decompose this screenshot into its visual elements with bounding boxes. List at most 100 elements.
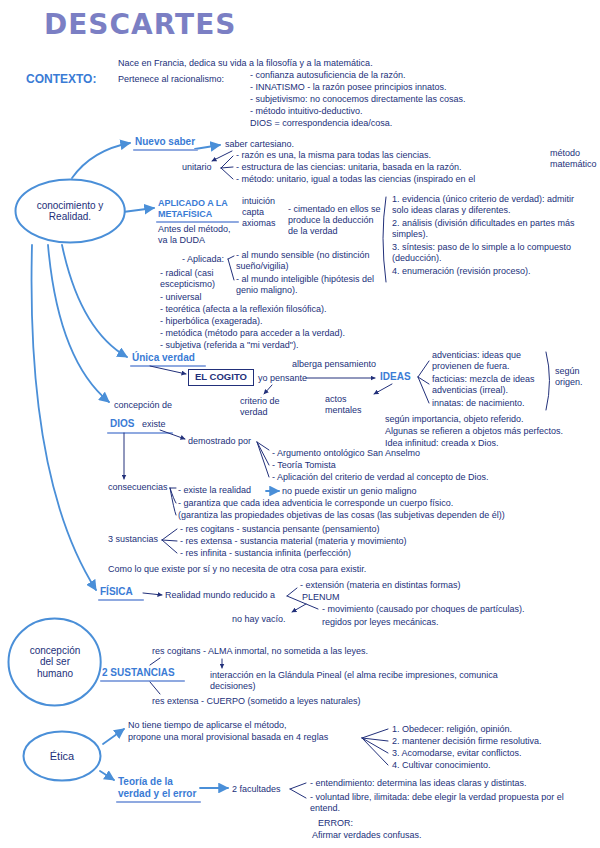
note-text: adventicias: ideas que provienen de fuer… [432, 350, 542, 372]
note-text: Antes del método, va la DUDA [158, 224, 240, 246]
note-text: - Argumento ontológico San Anselmo [272, 448, 420, 459]
note-text: - método: unitario, igual a todas las ci… [236, 174, 546, 185]
note-text: 2. mantener decisión firme resolutiva. [392, 736, 542, 747]
node-label: EL COGITO [195, 372, 247, 383]
note-text: criterio de verdad [240, 396, 290, 418]
ellipse-shape [24, 732, 101, 781]
note-text: Como lo que existe por sí y no necesita … [108, 564, 366, 575]
concept-circle: concepción del ser humano [7, 617, 102, 707]
note-text: según origen. [555, 366, 593, 388]
note-text: método matemático [550, 148, 594, 170]
note-text: - movimiento (causado por choques de par… [322, 604, 525, 615]
heading-text: DIOS [110, 418, 134, 430]
heading-text: Nuevo saber [135, 136, 195, 148]
node-text: EL COGITO [195, 372, 247, 383]
page-title: DESCARTES [44, 8, 236, 41]
note-text: res cogitans - ALMA inmortal, no sometid… [152, 646, 368, 657]
node-text: concepción del ser humano [25, 645, 85, 680]
note-text: - INNATISMO - la razón posee principios … [250, 82, 446, 93]
note-text: - metódica (método para acceder a la ver… [160, 328, 345, 339]
note-text: intuición capta axiomas [242, 196, 286, 228]
note-text: - universal [160, 292, 202, 303]
note-text: 3. síntesis: paso de lo simple a lo comp… [392, 242, 592, 264]
note-text: regidos por leyes mecánicas. [322, 617, 439, 628]
note-text: Afirmar verdades confusas. [312, 830, 422, 841]
note-text: actos mentales [325, 394, 370, 416]
note-text: ERROR: [318, 818, 353, 829]
note-text: existe [142, 419, 166, 430]
note-text: No tiene tiempo de aplicarse el método, [128, 720, 287, 731]
note-text: 2. análisis (división dificultades en pa… [392, 218, 592, 240]
note-text: - voluntad libre, ilimitada: debe elegir… [310, 792, 580, 814]
note-text: interacción en la Glándula Pineal (el al… [210, 670, 540, 692]
note-text: - existe la realidad [178, 485, 251, 496]
note-text: - res infinita - sustancia infinita (per… [180, 548, 351, 559]
note-text: - Aplicación del criterio de verdad al c… [272, 472, 489, 483]
note-text: innatas: de nacimiento. [432, 398, 542, 409]
note-text: propone una moral provisional basada en … [128, 732, 328, 743]
note-text: 4. enumeración (revisión proceso). [392, 266, 592, 277]
note-text: no hay vacío. [232, 614, 286, 625]
heading-text: CONTEXTO: [26, 72, 96, 86]
note-text: - extensión (materia en distintas formas… [300, 580, 461, 591]
heading-text: Única verdad [132, 352, 195, 364]
note-text: res extensa - CUERPO (sometido a leyes n… [152, 696, 361, 707]
note-text: - garantiza que cada idea adventicia le … [178, 498, 453, 509]
note-text: (garantiza las propiedades objetivas de … [178, 510, 588, 521]
node-text: Ética [40, 750, 84, 763]
ellipse-shape [9, 619, 101, 706]
note-text: demostrado por [188, 436, 251, 447]
note-text: saber cartesiano. [225, 139, 294, 150]
note-text: yo pensante [258, 373, 307, 384]
heading-text: APLICADO A LA METAFÍSICA [158, 198, 240, 220]
note-text: - método intuitivo-deductivo. [250, 106, 363, 117]
concept-circle: conocimiento y Realidad. [14, 178, 126, 244]
concept-circle: Ética [22, 730, 102, 782]
node-label: conocimiento y Realidad. [34, 200, 106, 223]
note-text: 2 facultades [232, 784, 281, 795]
note-text: 3. Acomodarse, evitar conflictos. [392, 748, 522, 759]
note-text: alberga pensamiento [292, 359, 376, 370]
note-text: Nace en Francia, dedica su vida a la fil… [118, 58, 373, 69]
heading-text: FÍSICA [100, 586, 133, 598]
concept-box: EL COGITO [188, 369, 254, 386]
note-text: consecuencias [108, 482, 168, 493]
note-text: - radical (casi escepticismo) [160, 268, 232, 290]
heading-text: 2 SUSTANCIAS [102, 667, 175, 679]
note-text: - hiperbólica (exagerada). [160, 316, 263, 327]
note-text: Realidad mundo reducido a [165, 590, 275, 601]
note-text: PLENUM [302, 592, 340, 603]
note-text: - teorética (afecta a la reflexión filos… [160, 304, 327, 315]
note-text: 4. Cultivar conocimiento. [392, 760, 491, 771]
note-text: - res extensa - sustancia material (mate… [180, 536, 407, 547]
note-text: - estructura de las ciencias: unitaria, … [236, 162, 462, 173]
note-text: DIOS = correspondencia idea/cosa. [250, 118, 392, 129]
note-text: - subjetivismo: no conocemos directament… [250, 94, 466, 105]
note-text: - res cogitans - sustancia pensante (pen… [180, 524, 380, 535]
note-text: - cimentado en ellos se produce la deduc… [288, 204, 382, 236]
note-text: - subjetiva (referida a "mi verdad"). [160, 340, 298, 351]
note-text: no puede existir un genio maligno [282, 486, 417, 497]
note-text: facticias: mezcla de ideas adventicias (… [432, 374, 542, 396]
note-text: - razón es una, la misma para todas las … [236, 150, 431, 161]
note-text: 1. evidencia (único criterio de verdad):… [392, 194, 592, 216]
note-text: - al mundo inteligible (hipótesis del ge… [236, 274, 386, 296]
note-text: - Aplicada: [182, 254, 224, 265]
note-text: 1. Obedecer: religión, opinión. [392, 724, 512, 735]
note-text: - confianza autosuficiencia de la razón. [250, 70, 406, 81]
heading-text: IDEAS [380, 371, 411, 383]
node-label: Ética [40, 750, 84, 763]
ellipse-shape [15, 180, 124, 243]
note-text: concepción de [114, 400, 172, 411]
note-text: unitario [182, 162, 212, 173]
node-label: concepción del ser humano [25, 645, 85, 680]
note-text: Idea infinitud: creada x Dios. [385, 438, 499, 449]
note-text: Algunas se refieren a objetos más perfec… [385, 426, 563, 437]
note-text: - Teoría Tomista [272, 460, 336, 471]
note-text: - entendimiento: determina las ideas cla… [310, 778, 527, 789]
note-text: 3 sustancias [108, 534, 158, 545]
node-text: conocimiento y Realidad. [34, 200, 106, 223]
note-text: según importancia, objeto referido. [385, 414, 524, 425]
note-text: - al mundo sensible (no distinción sueño… [236, 250, 386, 272]
